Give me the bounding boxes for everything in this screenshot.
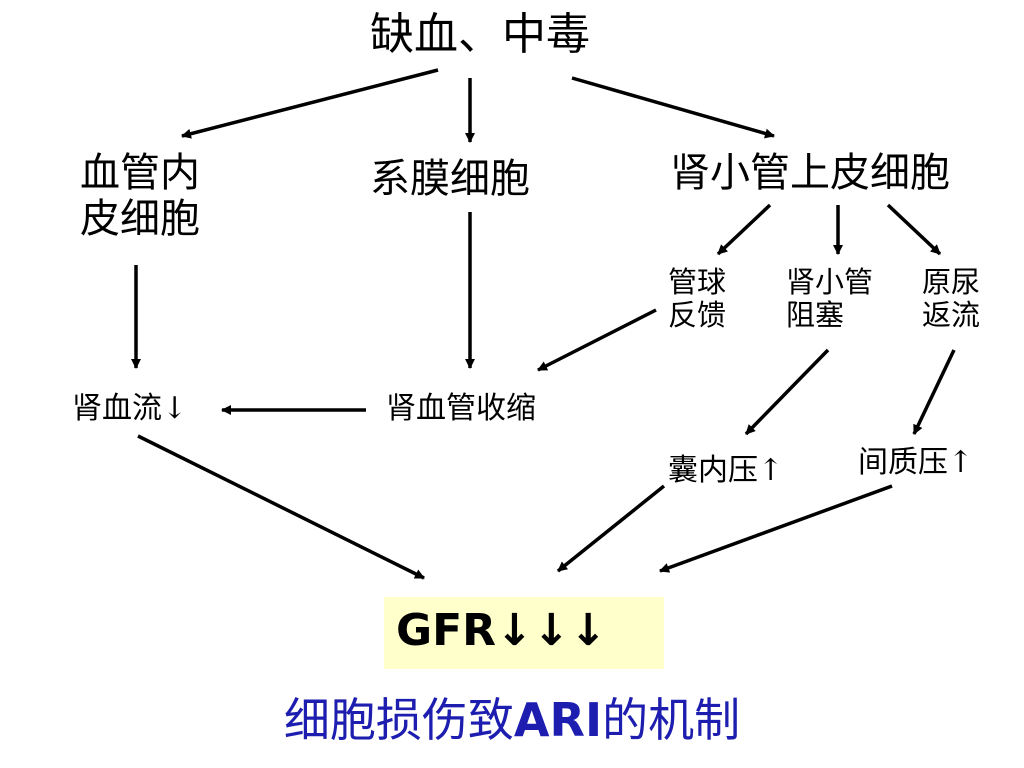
arrow-flow-to-gfr	[137, 434, 425, 580]
tubuloglomerular-feedback-node: 管球 反馈	[668, 265, 727, 333]
filtrate-backleak-node: 原尿 返流	[922, 265, 981, 333]
renal-blood-flow-node: 肾血流↓	[72, 391, 188, 426]
caption-abbr: ARI	[513, 693, 603, 747]
arrow-capsule-to-gfr	[556, 484, 666, 573]
arrow-obstruction-to-capsule	[744, 348, 830, 436]
mesangial-cell-node: 系膜细胞	[370, 156, 530, 202]
capsule-pressure-node: 囊内压↑	[668, 453, 784, 488]
renal-vasoconstriction-node: 肾血管收缩	[386, 391, 536, 426]
feedback-line-2: 反馈	[668, 298, 727, 333]
root-node: 缺血、中毒	[370, 9, 590, 60]
arrow-interstitial-to-gfr	[659, 484, 893, 573]
arrow-feedback-to-vasoconstriction	[537, 308, 657, 372]
diagram-caption: 细胞损伤致ARI的机制	[0, 694, 1024, 747]
obstruction-line-2: 阻塞	[786, 298, 845, 333]
endothelial-cell-node: 血管内 皮细胞	[80, 150, 200, 242]
gfr-result-box	[384, 597, 664, 669]
tubular-epithelial-node: 肾小管上皮细胞	[670, 150, 950, 196]
interstitial-pressure-node: 间质压↑	[858, 445, 974, 480]
arrow-backleak-to-interstitial	[912, 349, 956, 435]
arrow-root-to-tubular	[571, 76, 775, 139]
tubular-obstruction-node: 肾小管 阻塞	[786, 265, 874, 333]
obstruction-line-1: 肾小管	[786, 265, 874, 299]
gfr-result-label: GFR↓↓↓	[396, 605, 607, 656]
backleak-line-1: 原尿	[922, 265, 981, 299]
endothelial-line-2: 皮细胞	[80, 196, 200, 242]
endothelial-line-1: 血管内	[80, 150, 200, 196]
arrow-tubular-to-feedback	[716, 203, 772, 256]
feedback-line-1: 管球	[668, 265, 727, 299]
arrow-root-to-endothelial	[181, 68, 439, 139]
caption-post: 的机制	[602, 693, 741, 747]
arrow-tubular-to-backleak	[886, 203, 942, 256]
backleak-line-2: 返流	[922, 298, 981, 333]
caption-pre: 细胞损伤致	[283, 693, 514, 747]
